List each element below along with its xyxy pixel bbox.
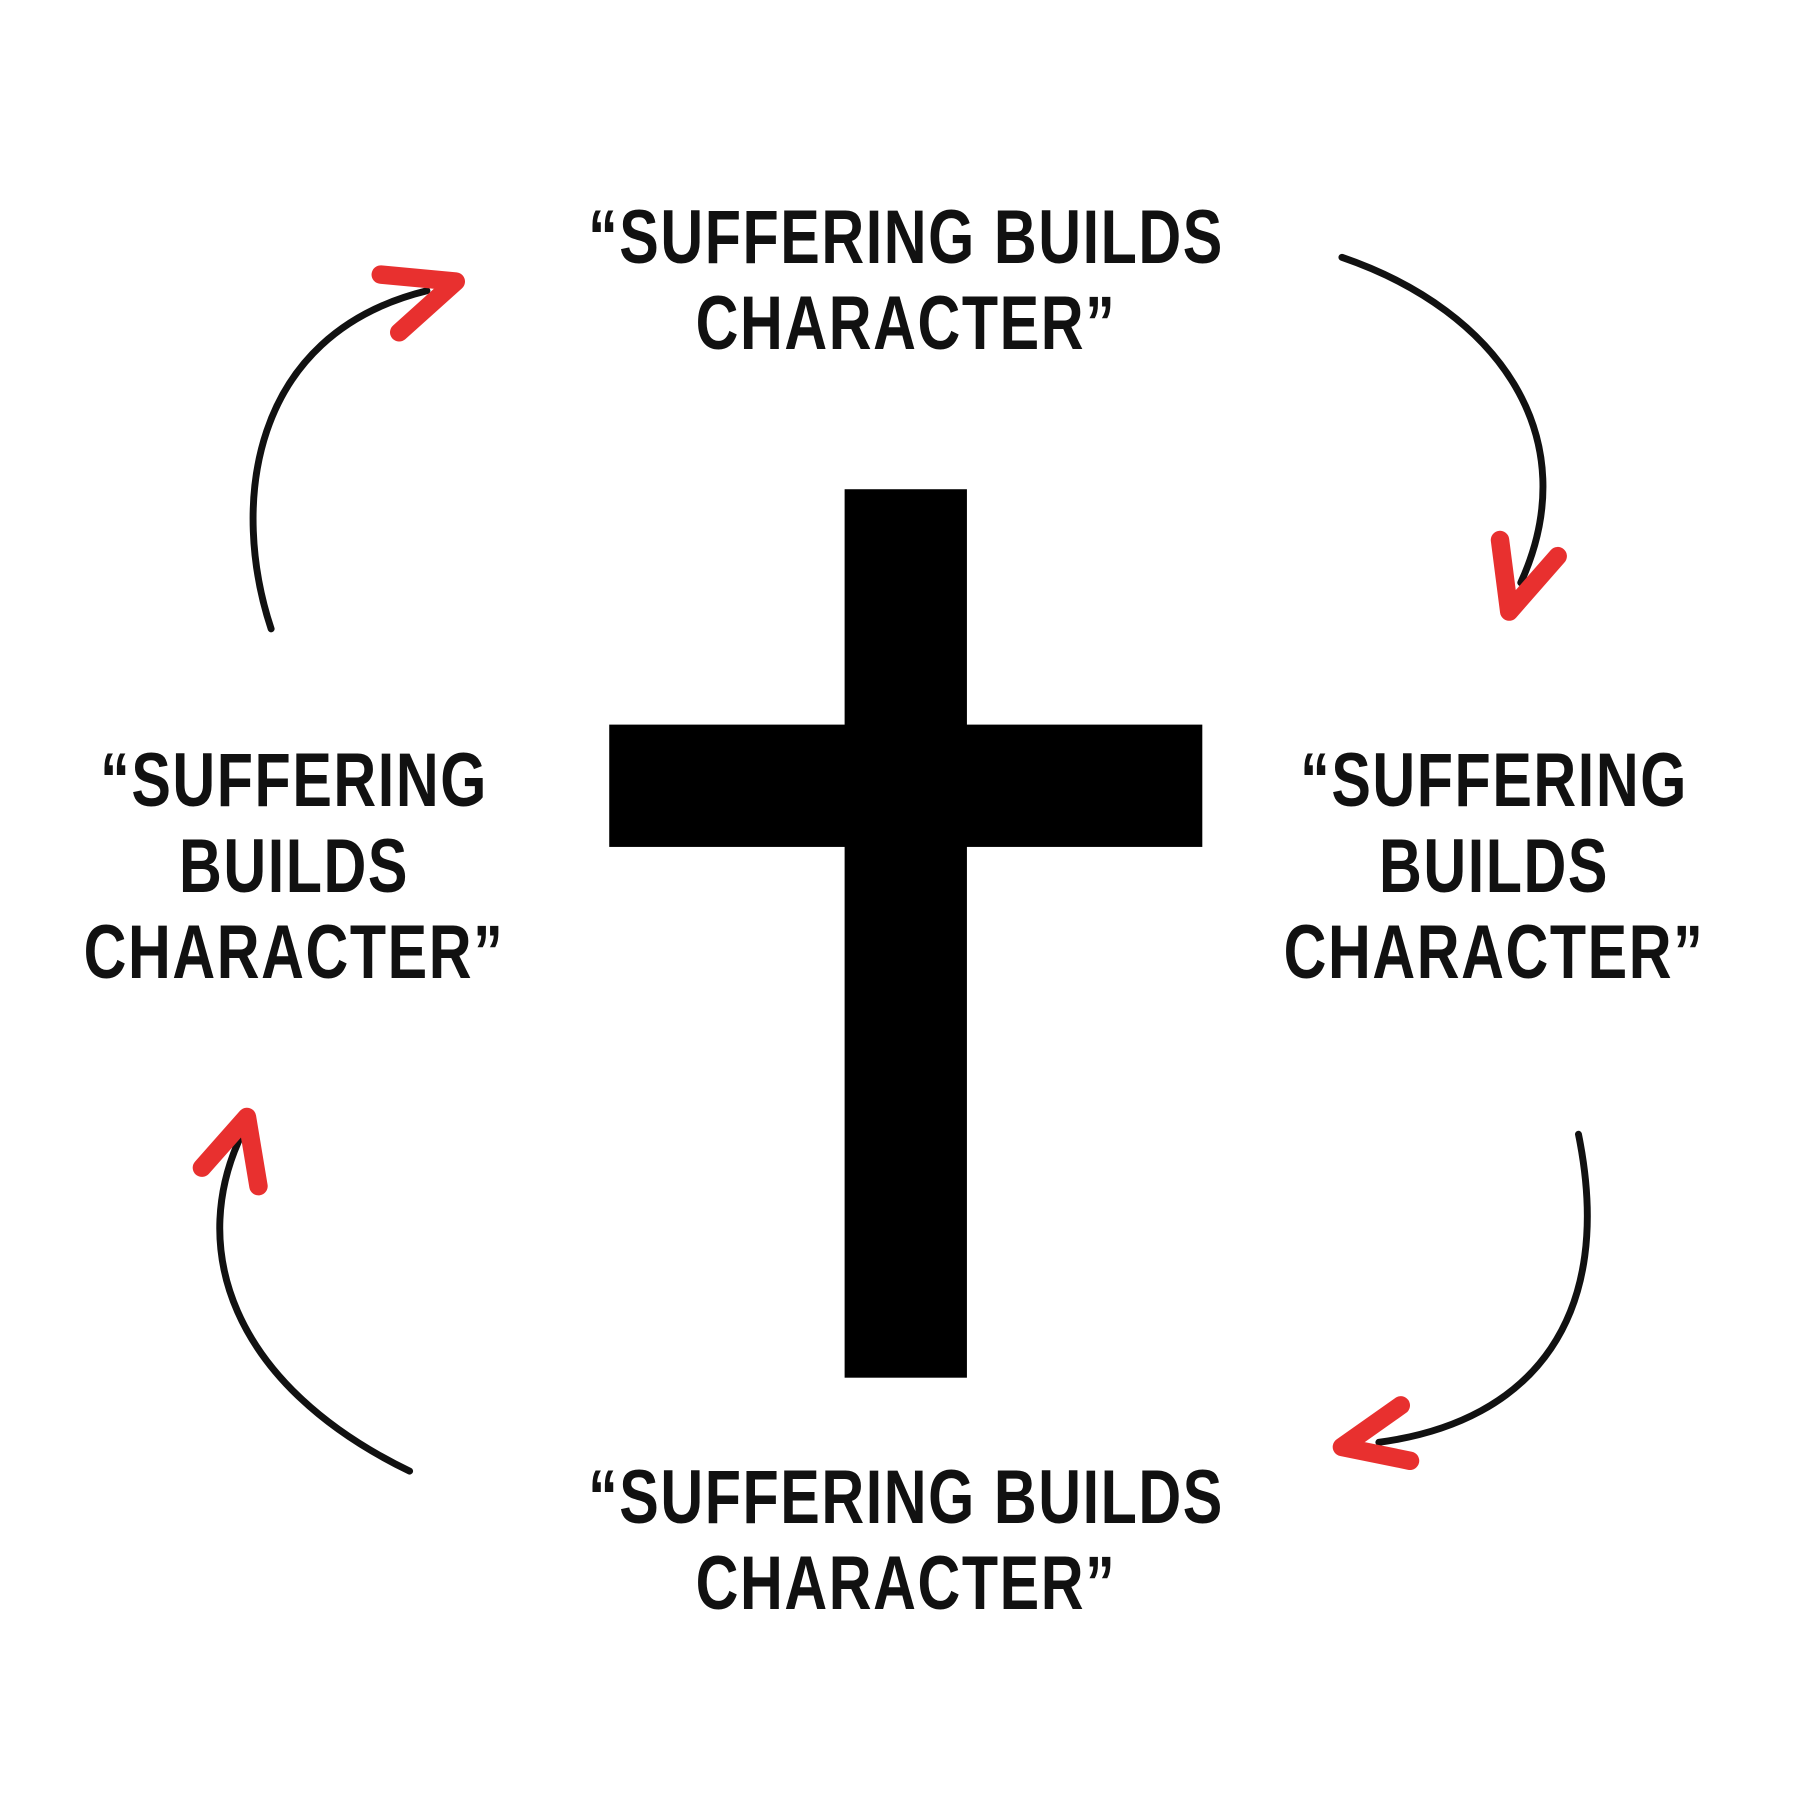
arrow-bottom-left	[216, 1124, 414, 1475]
cross	[609, 489, 1203, 1378]
caption-right: “SUFFERING BUILDS CHARACTER”	[1284, 738, 1705, 996]
cross-vertical-beam	[844, 489, 967, 1378]
caption-line: CHARACTER”	[695, 1541, 1117, 1626]
caption-line: BUILDS	[178, 824, 410, 909]
caption-line: BUILDS	[1378, 824, 1610, 909]
caption-line: “SUFFERING BUILDS	[588, 195, 1224, 280]
arrowhead-bottom-left-icon	[192, 1107, 268, 1196]
caption-line: “SUFFERING	[100, 738, 488, 823]
caption-left: “SUFFERING BUILDS CHARACTER”	[84, 738, 505, 996]
arrowhead-top-left-icon	[371, 265, 465, 342]
arrow-top-right	[1338, 253, 1547, 587]
caption-line: CHARACTER”	[83, 910, 505, 995]
caption-line: CHARACTER”	[1283, 910, 1705, 995]
arrowhead-bottom-right-icon	[1332, 1396, 1420, 1470]
arrow-bottom-right	[1375, 1130, 1591, 1446]
cross-horizontal-beam	[609, 724, 1203, 847]
arrow-top-left	[249, 287, 431, 633]
caption-top: “SUFFERING BUILDS CHARACTER”	[588, 195, 1224, 367]
arrowhead-top-right-icon	[1490, 530, 1567, 621]
caption-line: “SUFFERING	[1300, 738, 1688, 823]
caption-line: CHARACTER”	[695, 281, 1117, 366]
caption-bottom: “SUFFERING BUILDS CHARACTER”	[588, 1455, 1224, 1627]
caption-line: “SUFFERING BUILDS	[588, 1455, 1224, 1540]
